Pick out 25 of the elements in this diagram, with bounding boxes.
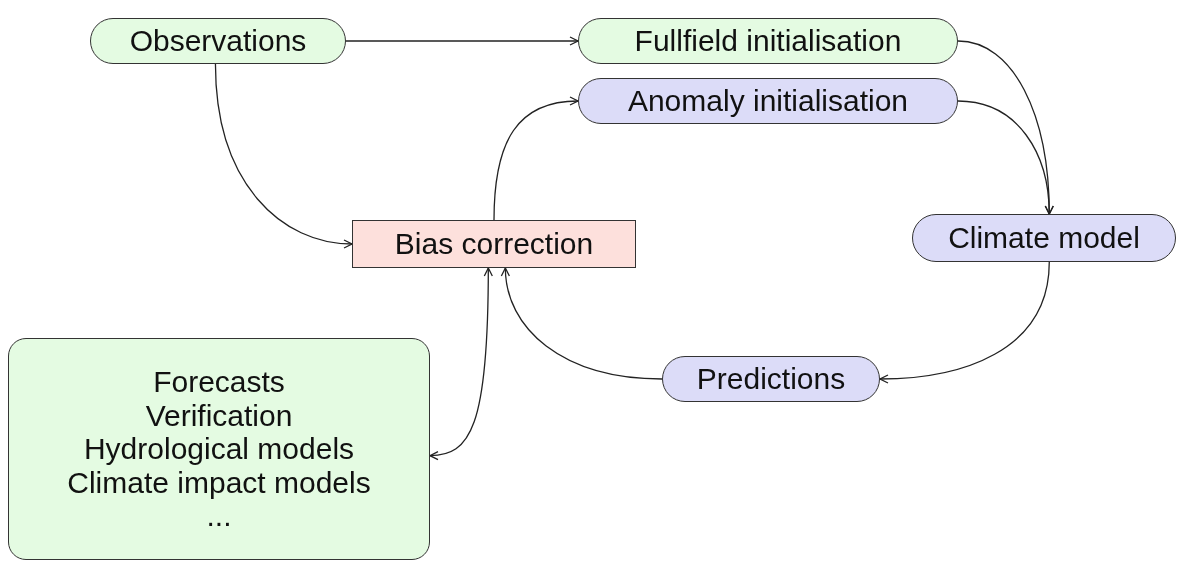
node-label: Predictions [696, 362, 846, 396]
node-label: Observations [129, 24, 307, 58]
node-label: ... [206, 499, 232, 533]
node-label: Anomaly initialisation [627, 84, 909, 118]
rounded-box [578, 18, 958, 64]
node-label: Verification [145, 398, 293, 433]
rounded-box [8, 338, 430, 560]
process-box [352, 220, 636, 268]
arrow [429, 267, 493, 460]
node-label: Climate impact models [67, 465, 371, 500]
rounded-box [662, 356, 880, 402]
node-label: Climate model [948, 221, 1140, 255]
arrow [879, 261, 1050, 384]
arrow [493, 96, 579, 221]
arrow [345, 36, 579, 46]
arrow [214, 63, 353, 249]
arrow [501, 267, 663, 380]
node-label: Forecasts [153, 365, 285, 399]
arrow [957, 100, 1054, 215]
node-label: Hydrological models [83, 432, 355, 466]
node-label: Bias correction [394, 227, 594, 261]
rounded-box [578, 78, 958, 124]
node-label: Fullfield initialisation [634, 24, 902, 58]
rounded-box [90, 18, 346, 64]
rounded-box [912, 214, 1176, 262]
